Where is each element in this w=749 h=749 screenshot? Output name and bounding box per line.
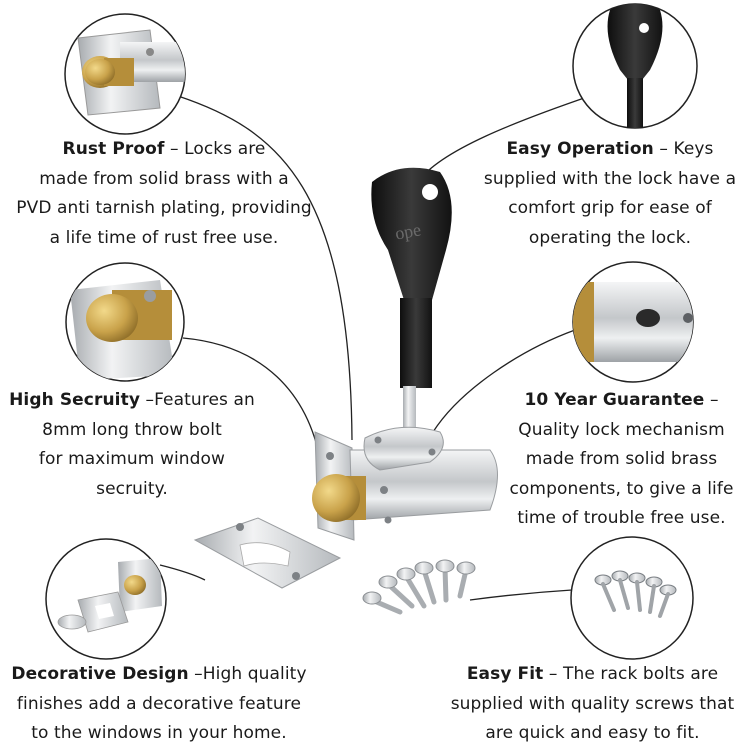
connector-guarantee: [432, 329, 576, 433]
connector-easy-fit: [469, 589, 573, 601]
easy-operation-title: Easy Operation: [506, 139, 654, 159]
decorative-design-title: Decorative Design: [11, 664, 189, 684]
rust-proof-feature: Rust Proof – Locks are made from solid b…: [16, 139, 312, 248]
connector-rust-proof: [177, 95, 353, 441]
guarantee-feature: 10 Year Guarantee – Quality lock mechani…: [509, 390, 734, 528]
connector-lines: [159, 95, 591, 601]
guarantee-title: 10 Year Guarantee: [524, 390, 705, 410]
high-security-feature: High Secruity –Features an 8mm long thro…: [9, 390, 255, 499]
rack-bolt-lock-icon: [312, 426, 498, 541]
easy-operation-circle: [572, 3, 698, 129]
key-icon: ope: [371, 167, 452, 446]
connector-decorative: [159, 564, 206, 581]
rust-proof-circle: [64, 13, 186, 135]
screw-icon: [362, 559, 476, 615]
key-logo-text: ope: [393, 219, 422, 243]
rust-proof-title: Rust Proof: [62, 139, 165, 159]
strike-plate-icon: [193, 517, 342, 589]
high-security-circle: [65, 262, 185, 382]
high-security-title: High Secruity: [9, 390, 140, 410]
decorative-design-feature: Decorative Design –High quality finishes…: [11, 664, 307, 743]
easy-fit-circle: [570, 536, 694, 660]
decorative-design-circle: [45, 538, 167, 660]
easy-operation-feature: Easy Operation – Keys supplied with the …: [483, 139, 737, 248]
easy-fit-title: Easy Fit: [466, 664, 544, 684]
guarantee-circle: [572, 261, 694, 383]
easy-fit-feature: Easy Fit – The rack bolts are supplied w…: [450, 664, 735, 743]
